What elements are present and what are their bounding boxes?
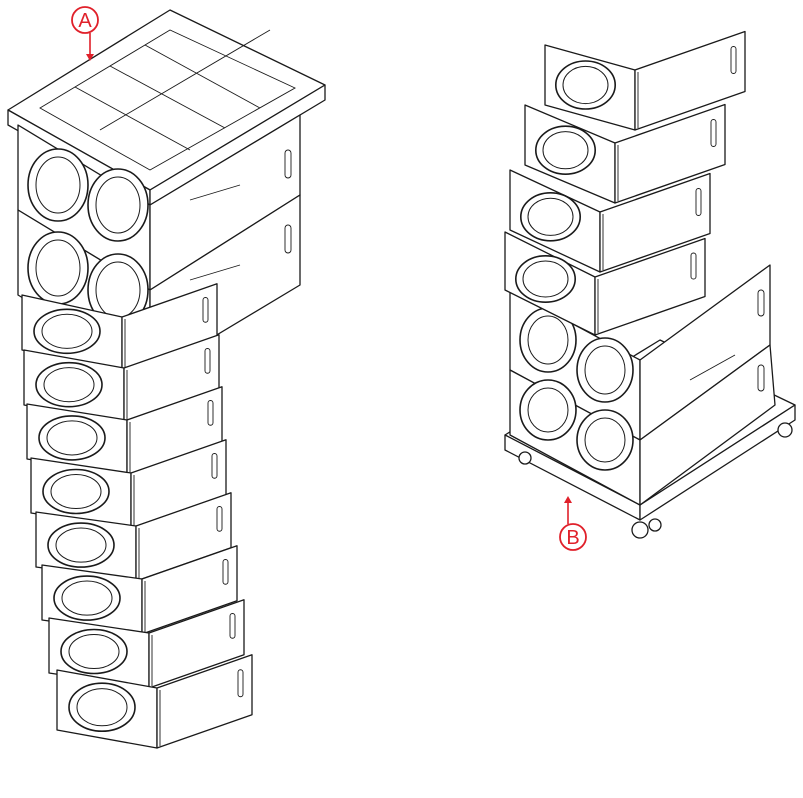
left-array-box-3: [26, 386, 223, 476]
ground-stacked-array: [504, 30, 796, 539]
right-array-box-2: [524, 103, 726, 204]
left-array-box-6: [41, 545, 238, 635]
left-array-box-1: [21, 283, 218, 373]
callout-b: B: [559, 496, 587, 551]
rigging-frame: [7, 9, 326, 206]
line-array-boxes-left: [21, 283, 253, 749]
left-array-box-7: [48, 599, 245, 689]
flown-line-array: [7, 9, 326, 749]
subwoofer-stack-right: [509, 264, 776, 506]
left-array-box-2: [23, 334, 220, 424]
line-array-boxes-right: [504, 30, 746, 336]
callout-a-label: A: [78, 10, 92, 32]
left-array-box-5: [35, 492, 232, 582]
left-array-box-8: [56, 654, 253, 749]
right-array-box-3: [509, 169, 711, 273]
right-array-box-1: [544, 30, 746, 131]
subwoofer-stack-left: [17, 114, 301, 376]
left-array-box-4: [30, 439, 227, 529]
callout-b-label: B: [566, 527, 579, 549]
right-array-box-4: [504, 231, 706, 336]
callout-a: A: [71, 6, 99, 61]
